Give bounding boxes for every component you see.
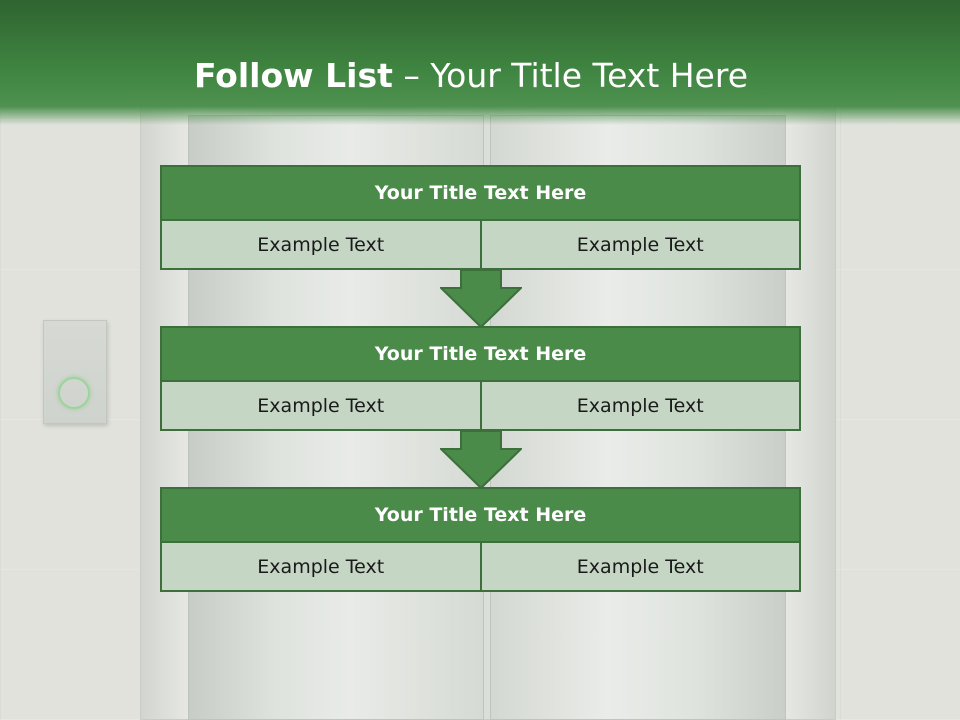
step-cell-right: Example Text — [479, 382, 799, 429]
step-row: Example Text Example Text — [160, 221, 801, 270]
header-band — [0, 0, 960, 125]
step-row: Example Text Example Text — [160, 382, 801, 431]
list-step-1: Your Title Text Here Example Text Exampl… — [160, 165, 801, 270]
down-arrow-icon — [440, 270, 522, 328]
call-button-icon — [58, 377, 90, 409]
down-arrow-icon — [440, 431, 522, 489]
slide-title-rest: – Your Title Text Here — [403, 56, 749, 95]
slide-title: Follow List – Your Title Text Here — [0, 56, 942, 96]
step-cell-left: Example Text — [162, 221, 480, 268]
step-cell-left: Example Text — [162, 382, 480, 429]
elevator-call-panel — [43, 320, 107, 424]
step-cell-right: Example Text — [479, 543, 799, 590]
step-row: Example Text Example Text — [160, 543, 801, 592]
step-cell-left: Example Text — [162, 543, 480, 590]
slide-title-bold: Follow List — [193, 56, 393, 95]
step-title: Your Title Text Here — [160, 165, 801, 221]
step-title: Your Title Text Here — [160, 326, 801, 382]
step-cell-right: Example Text — [479, 221, 799, 268]
list-step-2: Your Title Text Here Example Text Exampl… — [160, 326, 801, 431]
step-title: Your Title Text Here — [160, 487, 801, 543]
list-step-3: Your Title Text Here Example Text Exampl… — [160, 487, 801, 592]
